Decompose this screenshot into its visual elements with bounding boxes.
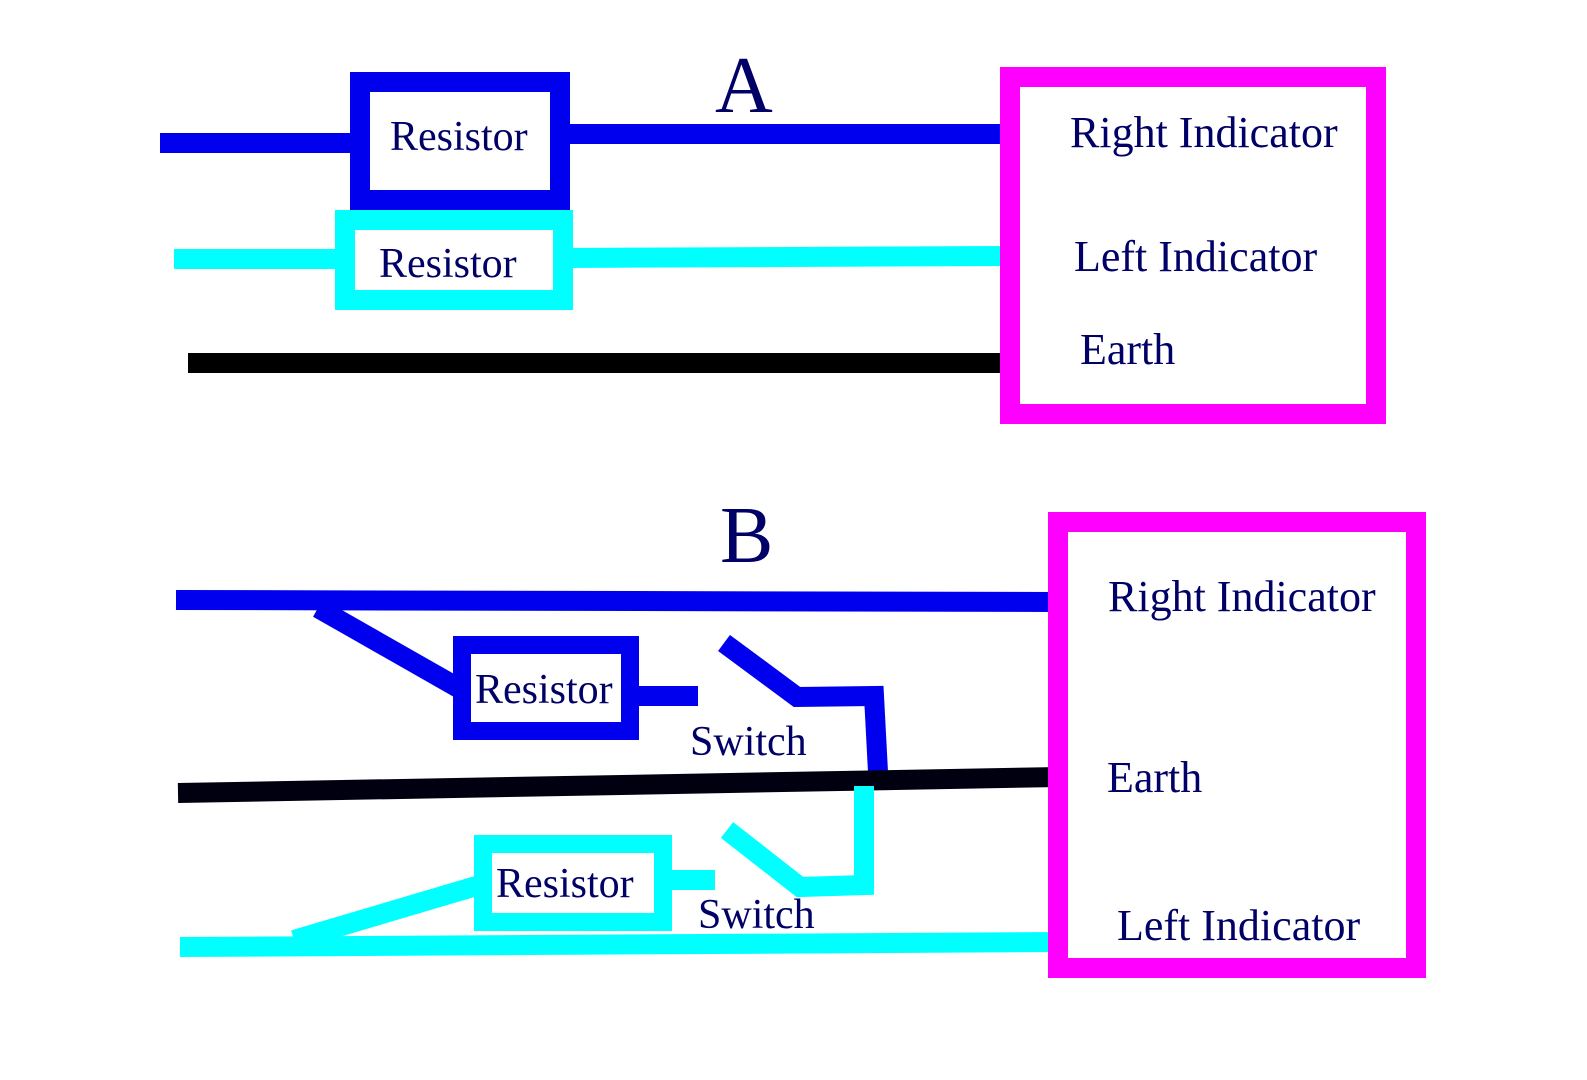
diagram-b: B Resistor Switch Switch Resistor Right …	[175, 492, 1426, 978]
a-left-wire-right-segment	[562, 246, 1011, 268]
a-left-resistor	[335, 210, 573, 310]
b-right-switch	[718, 634, 888, 773]
a-earth-label: Earth	[1080, 325, 1175, 374]
b-earth-label: Earth	[1107, 753, 1202, 802]
a-right-resistor-label: Resistor	[390, 114, 528, 160]
b-right-wire	[175, 590, 1061, 612]
b-left-wire	[179, 932, 1061, 957]
a-indicator-box	[1000, 67, 1386, 424]
b-left-branch-wire	[291, 874, 486, 950]
b-left-resistor-label: Resistor	[496, 861, 634, 907]
diagram-a: A Resistor Resistor Right Indicator Left…	[160, 42, 1386, 424]
diagram-b-title: B	[720, 492, 773, 580]
a-right-indicator-label: Right Indicator	[1070, 108, 1338, 157]
b-right-branch-wire	[313, 599, 467, 699]
a-left-indicator-label: Left Indicator	[1074, 232, 1317, 281]
diagram-a-title: A	[715, 42, 773, 130]
b-left-indicator-label: Left Indicator	[1117, 901, 1360, 950]
a-left-resistor-label: Resistor	[379, 241, 517, 287]
b-right-indicator-label: Right Indicator	[1108, 572, 1376, 621]
b-earth-wire	[177, 767, 1061, 803]
b-left-switch	[720, 786, 874, 898]
b-indicator-box	[1048, 512, 1426, 978]
b-right-switch-label: Switch	[690, 719, 807, 765]
b-left-switch-label: Switch	[698, 892, 815, 938]
b-right-resistor-label: Resistor	[475, 667, 613, 713]
